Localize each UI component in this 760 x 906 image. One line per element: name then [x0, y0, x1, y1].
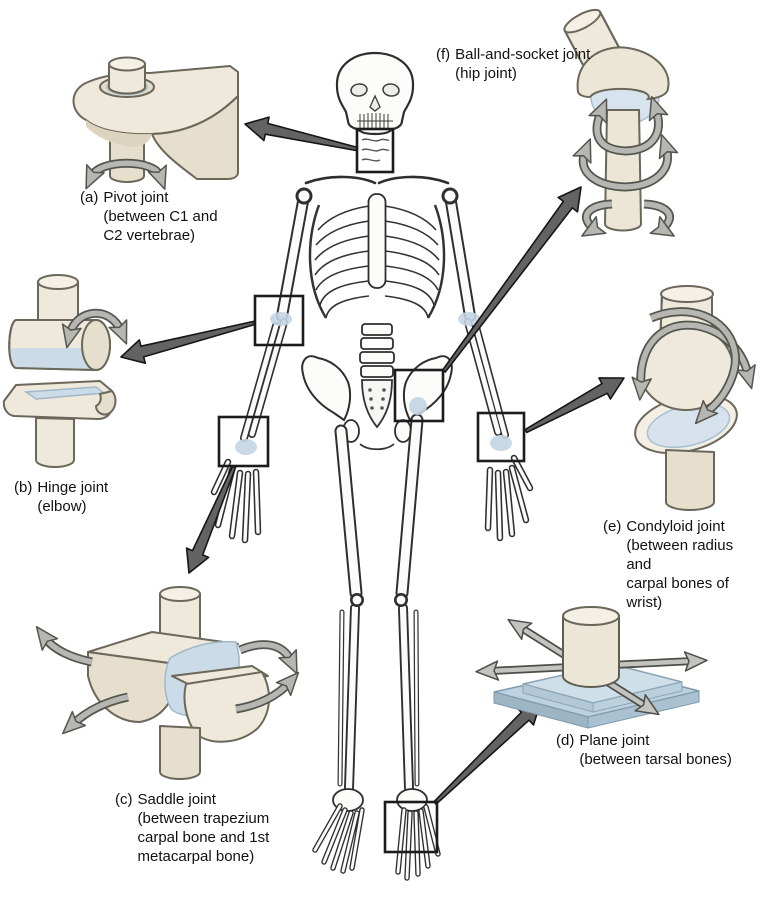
pivot-joint-illustration	[72, 56, 239, 190]
label-hinge-joint: (b) Hinge joint (elbow)	[14, 478, 108, 516]
arrow-wrist-to-condyloid	[524, 377, 625, 434]
elbow-joint-box	[253, 294, 305, 347]
neck-joint-box	[355, 127, 395, 174]
joint-detail: (elbow)	[37, 498, 87, 515]
label-id: (a)	[80, 189, 99, 206]
joint-detail: (between radius and carpal bones of wris…	[626, 537, 734, 611]
joint-name: Condyloid joint	[626, 518, 725, 535]
condyloid-joint-illustration	[631, 285, 756, 511]
joint-name: Plane joint	[579, 732, 650, 749]
label-plane-joint: (d) Plane joint (between tarsal bones)	[556, 731, 732, 769]
arrow-foot-to-plane	[433, 700, 542, 806]
label-id: (d)	[556, 732, 575, 749]
joint-detail: (hip joint)	[455, 65, 517, 82]
label-id: (f)	[436, 46, 451, 63]
right-wrist-joint-box	[476, 411, 526, 463]
hinge-joint-illustration	[2, 274, 128, 468]
pointer-arrows	[120, 116, 625, 806]
skeleton-illustration	[210, 52, 534, 881]
label-saddle-joint: (c) Saddle joint (between trapezium carpa…	[115, 790, 269, 866]
label-id: (b)	[14, 479, 33, 496]
joint-name: Hinge joint	[37, 479, 109, 496]
hands	[210, 454, 534, 544]
joint-name: Saddle joint	[137, 791, 216, 808]
arrow-wrist-to-saddle	[185, 465, 237, 574]
left-wrist-joint-box	[217, 415, 270, 468]
tarsal-joint-box	[383, 800, 439, 854]
joint-detail: (between trapezium carpal bone and 1st m…	[137, 810, 270, 865]
label-ball-and-socket-joint: (f) Ball-and-socket joint (hip joint)	[436, 45, 590, 83]
ball-and-socket-joint-illustration	[563, 8, 679, 237]
spine	[359, 323, 395, 378]
arrow-elbow-to-hinge	[120, 320, 256, 365]
feet	[312, 788, 441, 881]
label-id: (c)	[115, 791, 133, 808]
cervical-vertebrae-lines	[361, 138, 390, 162]
joint-location-boxes	[217, 127, 526, 854]
joint-name: Ball-and-socket joint	[455, 46, 591, 63]
plane-joint-illustration	[475, 606, 708, 729]
arrow-hip-to-ball-socket	[441, 186, 582, 373]
hip-joint-box	[393, 368, 445, 423]
skull	[335, 52, 415, 136]
joint-detail: (between C1 and C2 vertebrae)	[103, 208, 218, 244]
rib-cage	[304, 175, 450, 319]
label-pivot-joint: (a) Pivot joint (between C1 and C2 verteb…	[80, 188, 218, 245]
legs	[334, 413, 424, 793]
arrow-neck-to-pivot	[244, 116, 359, 152]
label-id: (e)	[603, 518, 622, 535]
saddle-joint-illustration	[35, 586, 300, 780]
joint-highlights	[235, 312, 512, 455]
label-condyloid-joint: (e) Condyloid joint (between radius and c…	[603, 517, 760, 612]
joint-name: Pivot joint	[103, 189, 169, 206]
joint-detail: (between tarsal bones)	[579, 751, 732, 768]
